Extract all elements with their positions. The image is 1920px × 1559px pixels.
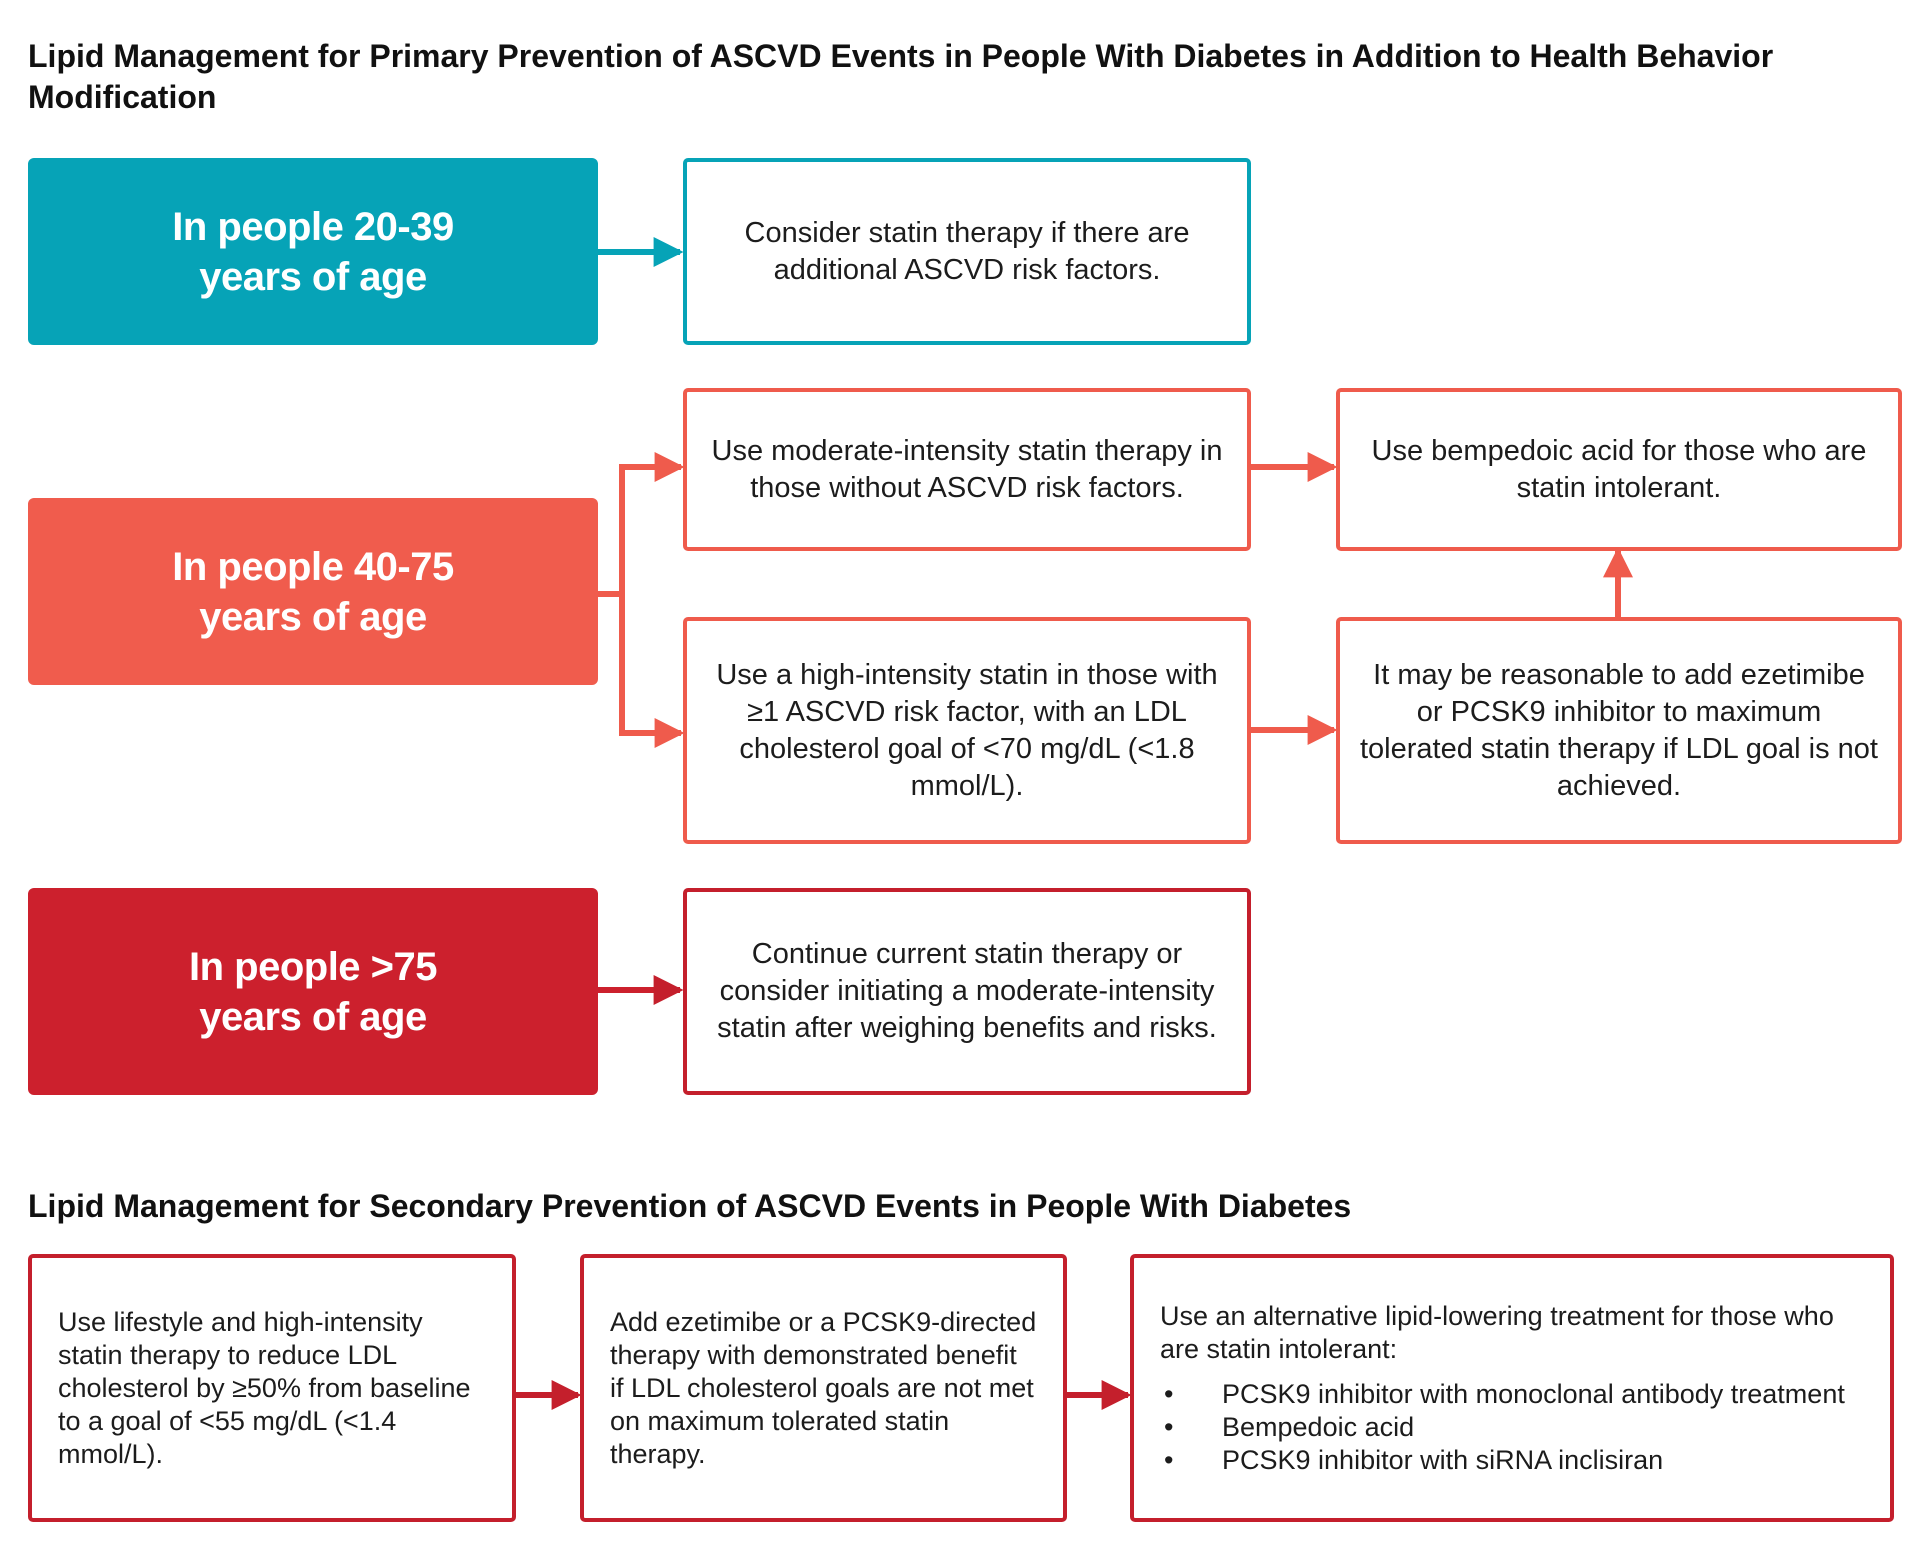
ezetimibe-pcsk9-text: It may be reasonable to add ezetimibe or…	[1359, 658, 1878, 802]
bempedoic-acid-box: Use bempedoic acid for those who are sta…	[1336, 388, 1902, 551]
bullet-icon: •	[1164, 1411, 1174, 1442]
secondary-step-lifestyle-box: Use lifestyle and high-intensity statin …	[28, 1254, 516, 1522]
bempedoic-acid-text: Use bempedoic acid for those who are sta…	[1371, 434, 1867, 504]
consider-statin-box: Consider statin therapy if there are add…	[683, 158, 1251, 345]
arrow-40-75-split	[598, 467, 625, 733]
secondary-step-ezetimibe-text: Add ezetimibe or a PCSK9-directed therap…	[610, 1306, 1037, 1469]
list-item: • PCSK9 inhibitor with monoclonal antibo…	[1160, 1378, 1864, 1411]
consider-statin-text: Consider statin therapy if there are add…	[744, 216, 1190, 286]
alternative-treatment-list: • PCSK9 inhibitor with monoclonal antibo…	[1160, 1378, 1864, 1477]
continue-statin-box: Continue current statin therapy or consi…	[683, 888, 1251, 1095]
primary-prevention-title: Lipid Management for Primary Prevention …	[28, 38, 1774, 115]
ezetimibe-pcsk9-box: It may be reasonable to add ezetimibe or…	[1336, 617, 1902, 844]
moderate-intensity-text: Use moderate-intensity statin therapy in…	[711, 434, 1223, 504]
list-item: • Bempedoic acid	[1160, 1411, 1864, 1444]
bullet-icon: •	[1164, 1444, 1174, 1475]
secondary-step-lifestyle-text: Use lifestyle and high-intensity statin …	[58, 1306, 471, 1469]
age-group-20-39-line1: In people 20-39	[172, 204, 454, 249]
high-intensity-box: Use a high-intensity statin in those wit…	[683, 617, 1251, 844]
moderate-intensity-box: Use moderate-intensity statin therapy in…	[683, 388, 1251, 551]
age-group-40-75-line2: years of age	[199, 594, 427, 639]
age-group-over-75-line1: In people >75	[188, 944, 438, 989]
age-group-over-75: In people >75 years of age	[28, 888, 598, 1095]
alternative-treatment-content: Use an alternative lipid-lowering treatm…	[1160, 1300, 1864, 1477]
age-group-20-39: In people 20-39 years of age	[28, 158, 598, 345]
alternative-treatment-intro: Use an alternative lipid-lowering treatm…	[1160, 1300, 1834, 1364]
age-group-40-75-line1: In people 40-75	[172, 544, 454, 589]
list-item: • PCSK9 inhibitor with siRNA inclisiran	[1160, 1444, 1864, 1477]
bullet-icon: •	[1164, 1378, 1174, 1409]
alternative-treatment-item: Bempedoic acid	[1222, 1411, 1415, 1442]
alternative-treatment-item: PCSK9 inhibitor with monoclonal antibody…	[1222, 1378, 1845, 1409]
secondary-prevention-title: Lipid Management for Secondary Preventio…	[28, 1188, 1352, 1224]
age-group-over-75-line2: years of age	[199, 994, 427, 1039]
alternative-treatment-item: PCSK9 inhibitor with siRNA inclisiran	[1222, 1444, 1664, 1475]
age-group-20-39-line2: years of age	[199, 254, 427, 299]
high-intensity-text: Use a high-intensity statin in those wit…	[716, 658, 1218, 802]
age-group-40-75: In people 40-75 years of age	[28, 498, 598, 685]
continue-statin-text: Continue current statin therapy or consi…	[717, 938, 1217, 1044]
secondary-step-ezetimibe-box: Add ezetimibe or a PCSK9-directed therap…	[580, 1254, 1067, 1522]
secondary-step-alternative-box: Use an alternative lipid-lowering treatm…	[1130, 1254, 1894, 1522]
